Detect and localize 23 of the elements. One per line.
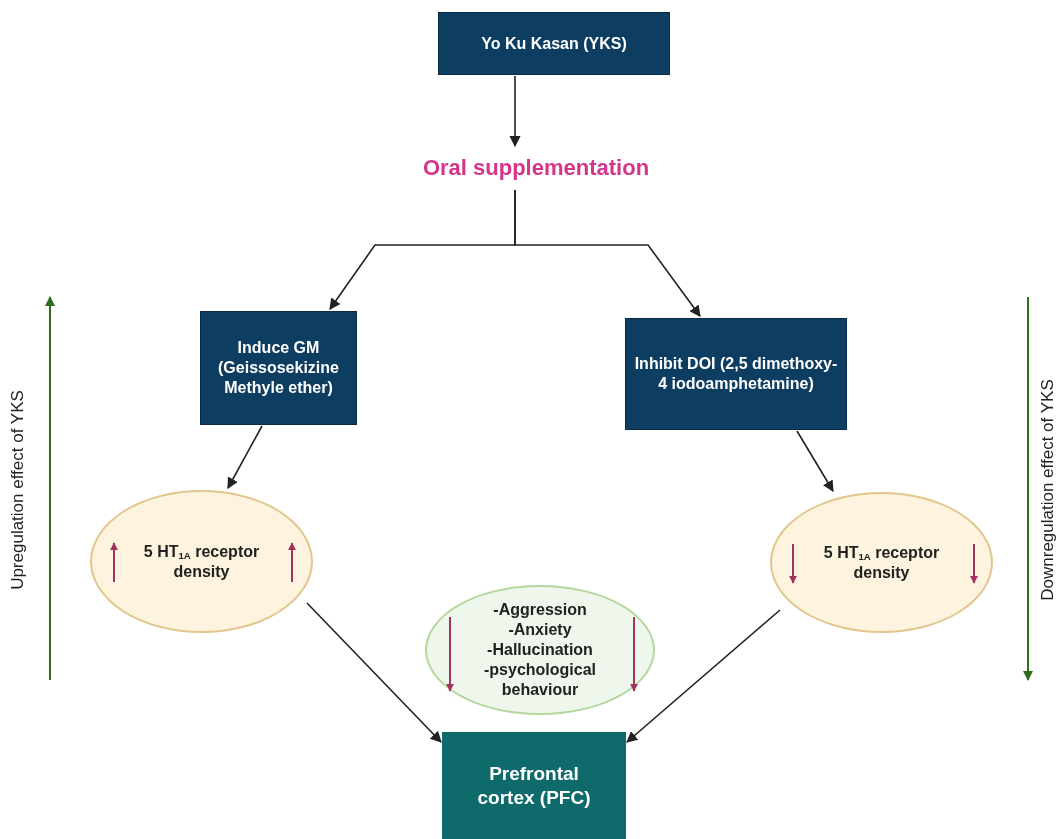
arrow — [306, 602, 442, 743]
arrow — [509, 75, 521, 148]
arrow — [514, 189, 701, 317]
arrow — [796, 430, 834, 492]
arrow — [626, 609, 781, 743]
node-text: Induce GM (Geissosekizine Methyle ether) — [217, 338, 340, 398]
arrow — [227, 425, 263, 489]
process-box — [442, 732, 626, 839]
axis-label: Downregulation effect of YKS — [1038, 379, 1058, 601]
process-box — [625, 318, 847, 430]
node-text: 5 HT$_{1A}$ receptor density — [142, 541, 261, 582]
node-text: -Aggression — [493, 600, 587, 620]
process-box — [200, 311, 357, 425]
node-text: Yo Ku Kasan (YKS) — [481, 33, 627, 54]
node-text: -Anxiety — [508, 620, 572, 640]
node-text: Prefrontal cortex (PFC) — [476, 761, 592, 810]
node-text: -Hallucination — [487, 640, 593, 660]
node-text: -psychological behaviour — [483, 660, 597, 700]
axis-label: Upregulation effect of YKS — [8, 390, 28, 590]
process-box — [438, 12, 670, 75]
step-text: Oral supplementation — [422, 154, 650, 182]
node-text: Inhibit DOI (2,5 dimethoxy-4 iodoamphetamine) — [633, 354, 839, 394]
node-text: 5 HT$_{1A}$ receptor density — [822, 542, 941, 583]
